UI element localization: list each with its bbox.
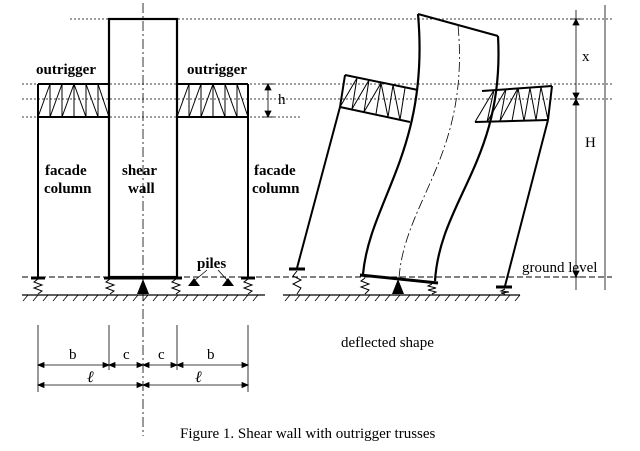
deflected-shear-wall-base bbox=[359, 273, 439, 285]
label-facade-left-2: column bbox=[44, 181, 92, 197]
label-facade-left-1: facade bbox=[45, 163, 87, 179]
deflected-centre-line bbox=[398, 24, 460, 279]
dim-label-ell-left: ℓ bbox=[87, 369, 94, 386]
dim-label-c-left: c bbox=[123, 347, 130, 363]
foundation-hatch-right bbox=[284, 294, 521, 302]
deflected-structure bbox=[283, 5, 606, 302]
deflected-pivot-support bbox=[392, 279, 404, 294]
pivot-support bbox=[137, 279, 149, 294]
deflected-shear-wall-left-edge bbox=[361, 13, 421, 275]
spring-supports-right bbox=[291, 270, 510, 295]
dim-label-c-right: c bbox=[158, 347, 165, 363]
deflected-outrigger-right bbox=[474, 85, 553, 123]
label-deflected-shape: deflected shape bbox=[341, 335, 434, 351]
piles-leader-right bbox=[217, 269, 229, 282]
label-outrigger-right: outrigger bbox=[187, 62, 247, 78]
label-piles: piles bbox=[197, 256, 226, 272]
dim-label-b-right: b bbox=[207, 347, 215, 363]
label-shear-1: shear bbox=[122, 163, 157, 179]
dim-label-ell-right: ℓ bbox=[195, 369, 202, 386]
dim-label-x: x bbox=[582, 49, 590, 65]
dim-label-b-left: b bbox=[69, 347, 77, 363]
h-dimension bbox=[262, 83, 274, 118]
label-facade-right-1: facade bbox=[254, 163, 296, 179]
x-H-dimensions bbox=[570, 5, 606, 290]
foundation-hatch-left bbox=[22, 294, 259, 302]
label-shear-2: wall bbox=[128, 181, 155, 197]
pile-marker-left bbox=[188, 278, 200, 286]
deflected-facade-column-right bbox=[504, 119, 549, 287]
undeformed-structure bbox=[22, 3, 612, 436]
label-facade-right-2: column bbox=[252, 181, 300, 197]
outrigger-truss-left bbox=[37, 83, 110, 118]
deflected-outrigger-left bbox=[339, 74, 419, 123]
deflected-shear-wall-top bbox=[417, 12, 499, 38]
dim-label-h: h bbox=[278, 92, 286, 108]
piles-leader-left bbox=[193, 269, 208, 282]
deflected-facade-column-left bbox=[296, 106, 341, 269]
figure-caption: Figure 1. Shear wall with outrigger trus… bbox=[180, 426, 436, 442]
spring-supports-left bbox=[32, 278, 254, 295]
width-dimensions bbox=[36, 325, 250, 392]
label-ground-level: ground level bbox=[522, 260, 597, 276]
pile-marker-right bbox=[222, 278, 234, 286]
deflected-shear-wall-right-edge bbox=[433, 35, 500, 282]
outrigger-truss-right bbox=[176, 83, 249, 118]
dim-label-H: H bbox=[585, 135, 596, 151]
label-outrigger-left: outrigger bbox=[36, 62, 96, 78]
